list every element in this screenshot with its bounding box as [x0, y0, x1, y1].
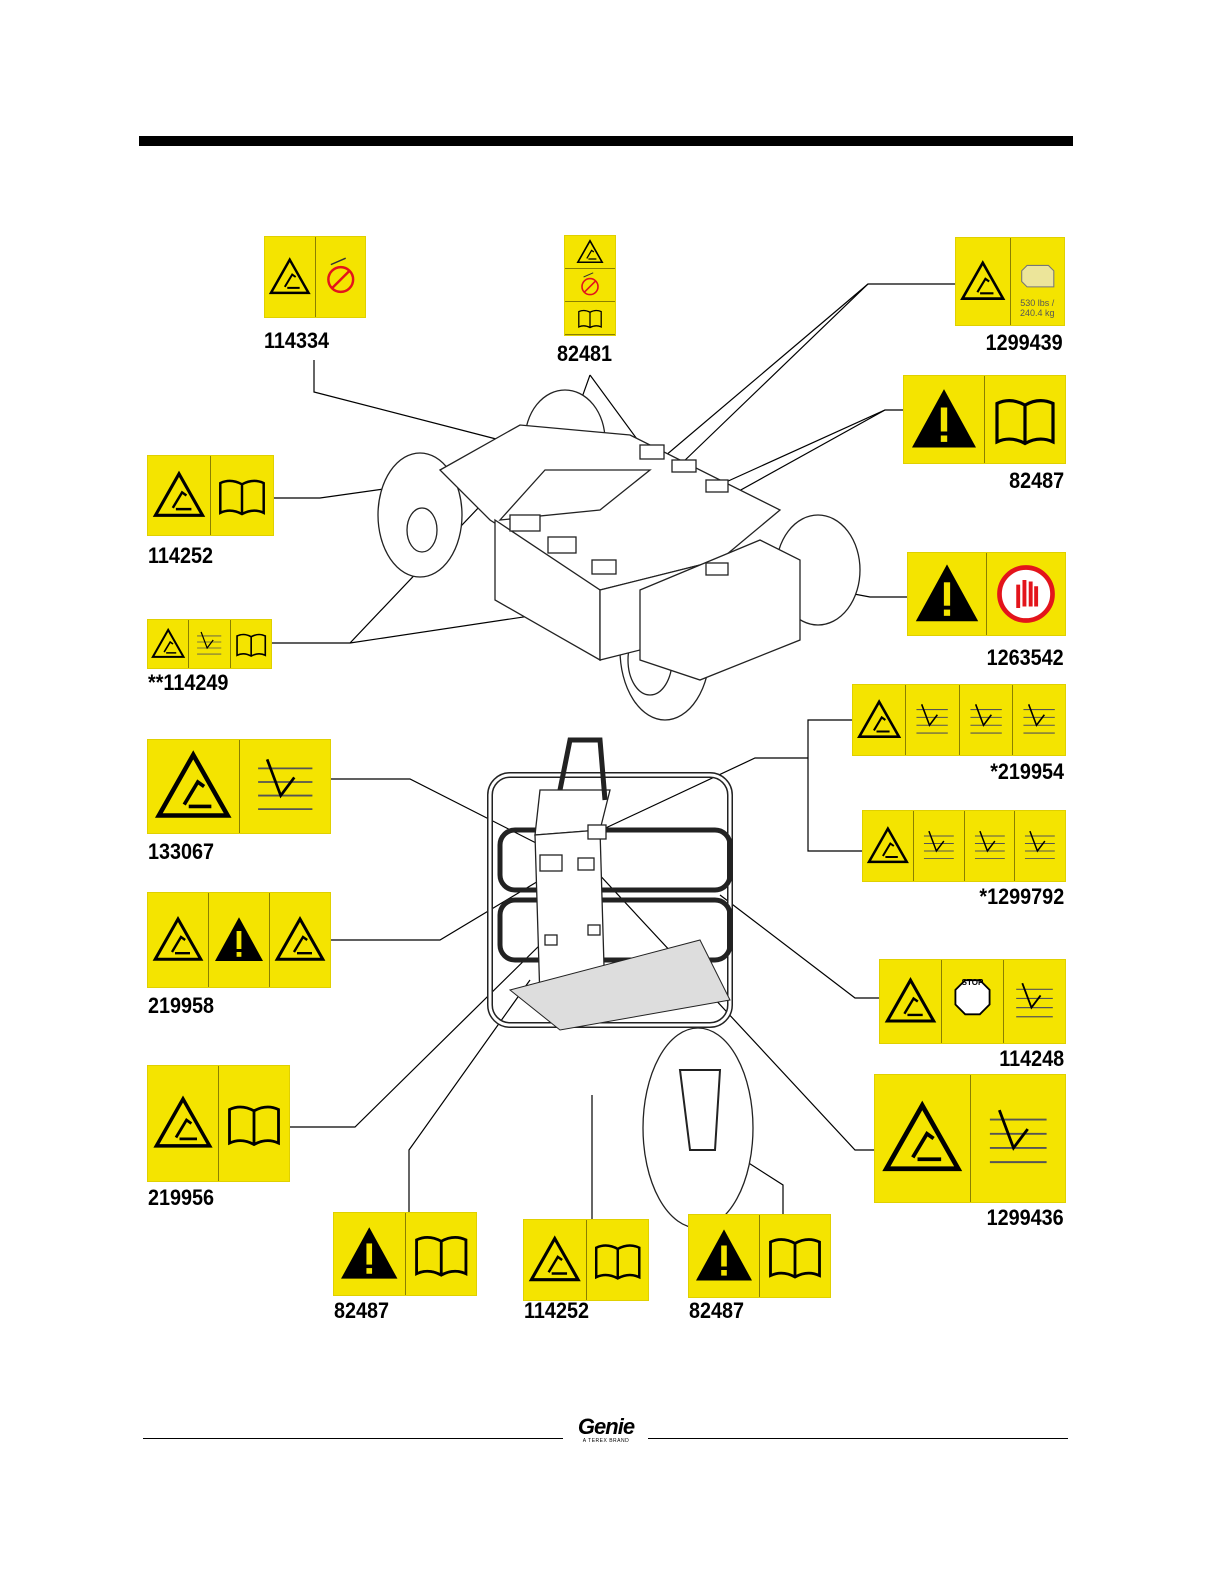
slope-table-icon	[971, 1075, 1066, 1202]
leader-line	[330, 779, 540, 845]
gloves-icon	[1015, 811, 1065, 881]
manual-book-icon	[565, 302, 615, 335]
load-capacity-icon	[965, 811, 1016, 881]
caution-multi-icon	[148, 893, 209, 987]
wind-building-icon	[914, 811, 965, 881]
decal-82487	[334, 1213, 476, 1295]
clearance-table-icon	[240, 740, 331, 833]
platform-drawing	[490, 740, 753, 1228]
chassis-drawing	[378, 390, 860, 720]
decal-1299436	[875, 1075, 1065, 1202]
caution-tipover-icon	[956, 238, 1011, 325]
manual-book-icon	[587, 1220, 649, 1300]
caution-tipover-icon	[148, 1066, 219, 1181]
weight-box-icon: 530 lbs / 240.4 kg	[1011, 238, 1065, 325]
prohibit-smoking-icon	[316, 237, 366, 317]
manual-book-icon	[760, 1215, 830, 1297]
part-number-label: 114252	[148, 543, 213, 569]
stop-hand-icon	[987, 553, 1065, 635]
part-number-label: 114252	[524, 1298, 589, 1324]
part-number-label: 133067	[148, 839, 214, 865]
wheel-gear-icon	[189, 620, 230, 668]
part-number-label: 219958	[148, 993, 214, 1019]
leader-line	[715, 410, 904, 487]
caution-tipover-icon	[148, 456, 211, 535]
load-capacity-icon	[960, 685, 1013, 755]
decal-219956	[148, 1066, 289, 1181]
danger-exclamation-icon	[904, 376, 985, 463]
part-number-label: 1299436	[987, 1205, 1064, 1231]
caution-tipover-icon	[524, 1220, 587, 1300]
decal-133067	[148, 740, 330, 833]
danger-exclamation-icon	[334, 1213, 406, 1295]
decal-219958	[148, 893, 330, 987]
caution-multi-icon	[270, 893, 330, 987]
part-number-label: 1263542	[987, 645, 1064, 671]
part-number-label: *219954	[990, 759, 1064, 785]
decal-1299439: 530 lbs / 240.4 kg	[956, 238, 1064, 325]
decal-1299792	[863, 811, 1065, 881]
caution-explosion-icon	[565, 236, 615, 269]
caution-tipover-icon	[148, 620, 189, 668]
decal-114334	[265, 237, 365, 317]
decal-114249	[148, 620, 271, 668]
genie-logo: Genie A TEREX BRAND	[566, 1416, 646, 1444]
caution-slope-icon	[875, 1075, 971, 1202]
book-sun-icon	[219, 1066, 289, 1181]
part-number-label: 114334	[264, 328, 329, 354]
gloves-icon	[1013, 685, 1065, 755]
prohibit-pair-icon	[565, 269, 615, 302]
manual-book-icon	[231, 620, 271, 668]
danger-exclamation-icon	[689, 1215, 760, 1297]
manual-book-icon	[406, 1213, 477, 1295]
manual-book-icon	[211, 456, 273, 535]
slope-icon	[1004, 960, 1065, 1043]
leader-line	[720, 895, 880, 998]
decal-114252	[148, 456, 273, 535]
decal-219954	[853, 685, 1065, 755]
danger-exclamation-icon	[908, 553, 987, 635]
caution-tipover-icon	[880, 960, 942, 1043]
part-number-label: *1299792	[979, 884, 1064, 910]
part-number-label: 82487	[1009, 468, 1064, 494]
part-number-label: 1299439	[986, 330, 1063, 356]
part-number-label: 114248	[999, 1046, 1064, 1072]
decal-114252	[524, 1220, 648, 1300]
decal-82487	[689, 1215, 830, 1297]
logo-wordmark: Genie	[566, 1416, 646, 1438]
footer-rule-left	[143, 1438, 563, 1439]
stop-text: STOP	[942, 978, 1003, 988]
footer-rule-right	[648, 1438, 1068, 1439]
part-number-label: 82487	[689, 1298, 744, 1324]
manual-book-icon	[985, 376, 1065, 463]
leader-line	[314, 360, 500, 440]
part-number-label: **114249	[148, 670, 228, 696]
caution-crush-icon	[265, 237, 316, 317]
stop-sign-icon: STOP	[942, 960, 1004, 1043]
caution-electrocution-icon	[148, 740, 240, 833]
wind-building-icon	[906, 685, 959, 755]
decal-82481	[565, 236, 615, 335]
caution-tipover-icon	[863, 811, 914, 881]
part-number-label: 82487	[334, 1298, 389, 1324]
caution-tipover-icon	[853, 685, 906, 755]
part-number-label: 82481	[557, 341, 612, 367]
danger-exclamation-icon	[209, 893, 270, 987]
decal-114248: STOP	[880, 960, 1065, 1043]
decal-1263542	[908, 553, 1065, 635]
decal-82487	[904, 376, 1065, 463]
decal-text: 530 lbs / 240.4 kg	[1011, 298, 1065, 318]
part-number-label: 219956	[148, 1185, 214, 1211]
